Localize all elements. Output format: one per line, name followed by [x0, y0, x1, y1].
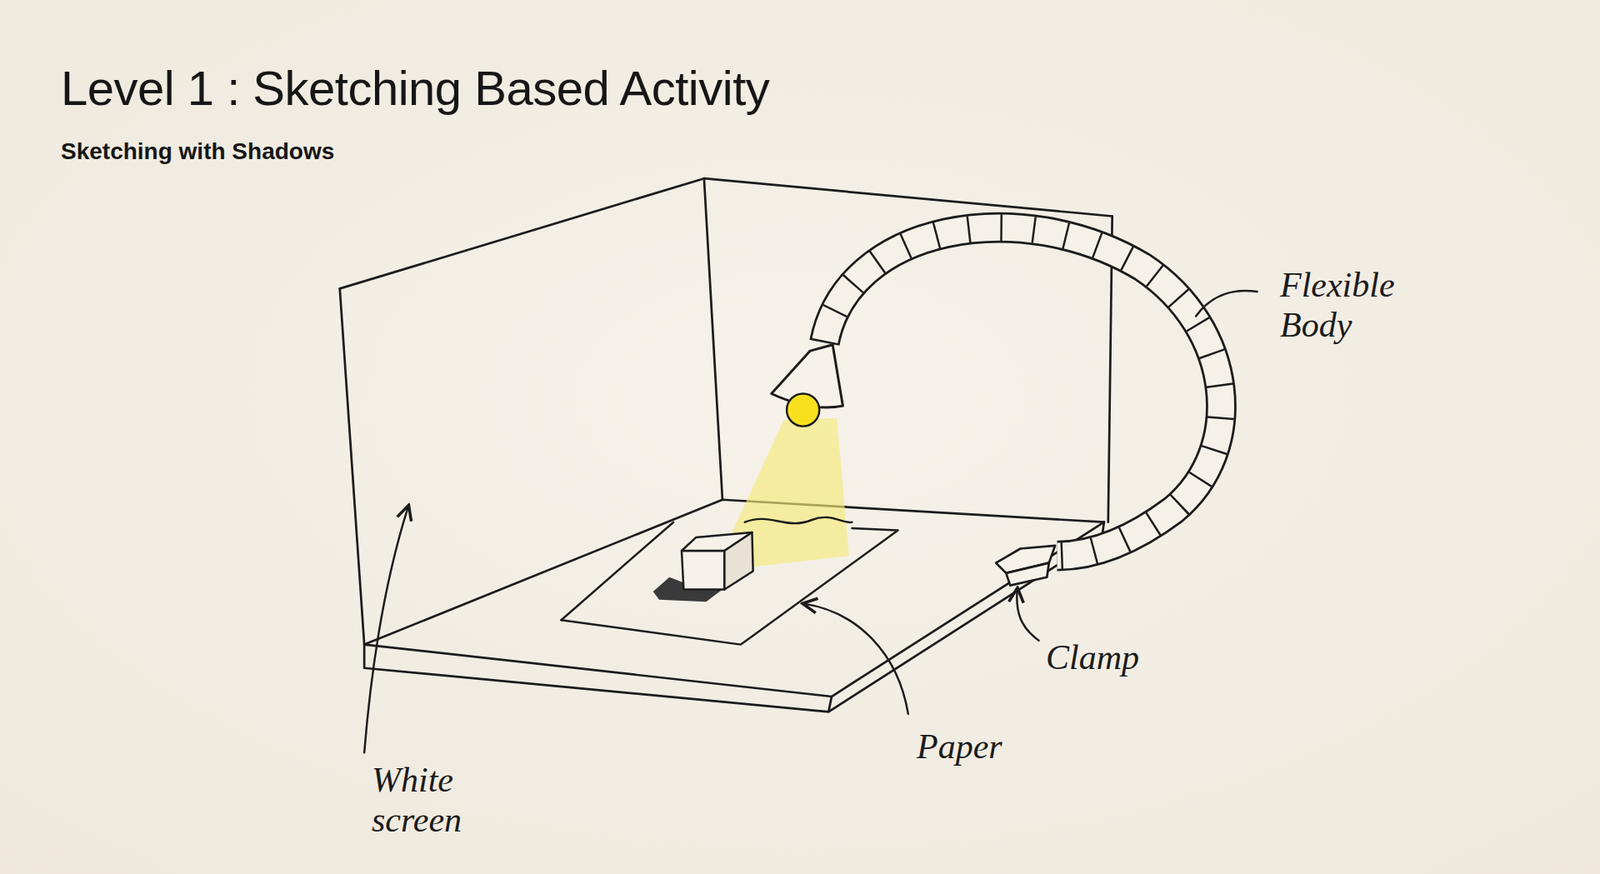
leader-line — [1195, 290, 1257, 316]
cube — [724, 532, 753, 590]
flexible-body-segments — [824, 227, 1221, 556]
part-label: White screen — [371, 760, 489, 841]
wall-corner — [704, 178, 723, 500]
part-label: Flexible Body — [1280, 265, 1405, 346]
subtitle: Sketching with Shadows — [60, 138, 335, 165]
leader-line — [804, 604, 909, 715]
cube — [681, 550, 725, 590]
leader-line — [364, 506, 409, 753]
paper-sheet — [745, 517, 853, 524]
part-label: Paper — [916, 726, 1003, 767]
left-wall-edge — [340, 288, 365, 645]
paper-sheet — [560, 522, 674, 621]
leader-line — [1016, 589, 1039, 640]
part-label: Clamp — [1045, 637, 1140, 678]
base-front-edge — [364, 522, 1105, 697]
flexible-body — [824, 227, 1221, 556]
bulb — [786, 393, 820, 426]
base-back-edge — [364, 500, 1105, 645]
clamp — [1005, 563, 1049, 586]
paper-sheet — [560, 528, 898, 645]
page-title: Level 1 : Sketching Based Activity — [60, 60, 770, 116]
flexible-body — [824, 227, 1221, 556]
base-thickness — [364, 522, 1105, 713]
